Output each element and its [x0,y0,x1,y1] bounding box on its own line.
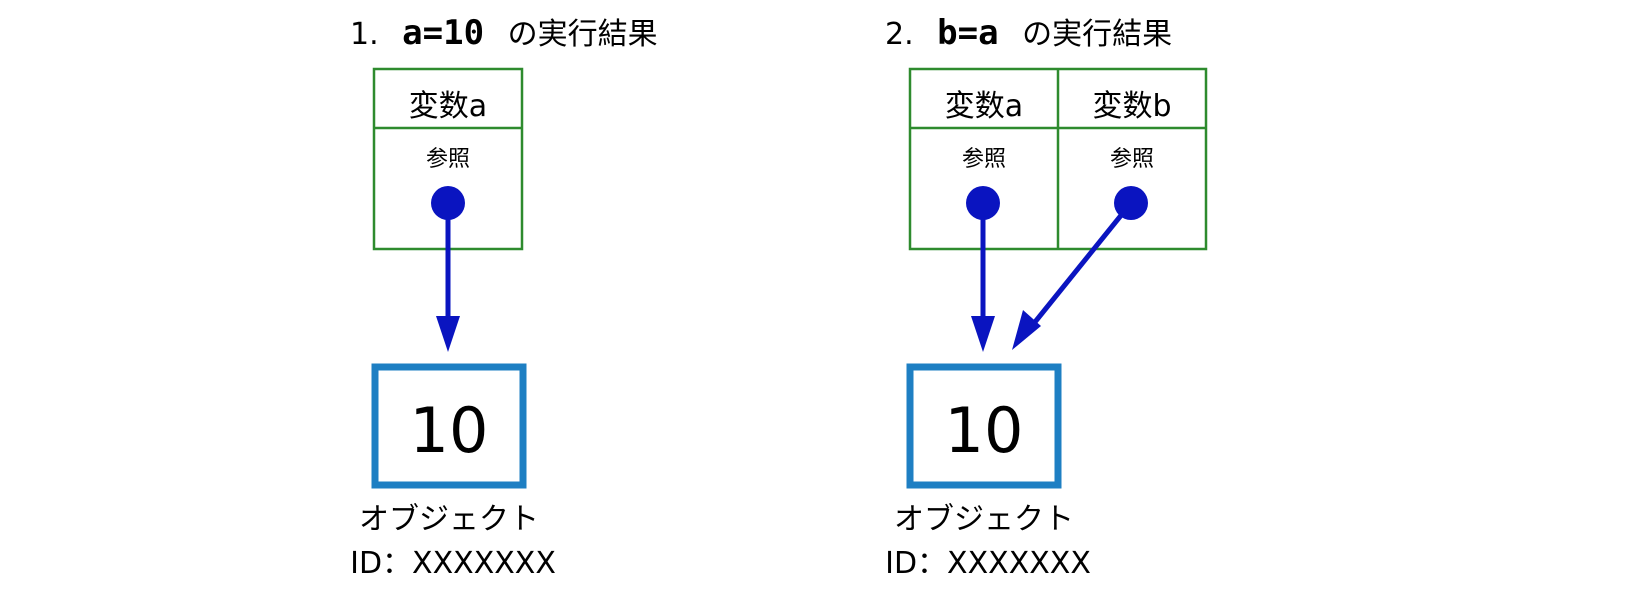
panel-1-object: 10 オブジェクト ID：XXXXXXX [350,363,556,581]
panel-2-object-id: ID：XXXXXXX [885,546,1091,581]
panel-1-object-value: 10 [410,394,489,467]
panel-1-variable-a-name: 変数a [409,89,487,124]
panel-2-arrow-b-shaft [1033,201,1133,324]
panel-1-variable-a-ref-label: 参照 [426,147,470,172]
panel-1-object-id: ID：XXXXXXX [350,546,556,581]
panel-2: 2. b=a の実行結果 変数a 参照 変数b 参照 10 オブジェクト [885,13,1208,581]
panel-1-object-label: オブジェクト [359,502,539,537]
panel-1-arrow-head [436,316,460,352]
panel-2-heading-code: b=a [937,13,998,53]
panel-2-arrow-a-head [971,316,995,352]
panel-2-object-label: オブジェクト [894,502,1074,537]
panel-2-variable-a-name: 変数a [945,89,1023,124]
panel-1-heading-code: a=10 [402,13,484,53]
panel-2-heading-suffix: の実行結果 [1022,17,1172,52]
panel-2-variable-b-name: 変数b [1092,89,1171,124]
panel-2-heading-number: 2. [885,17,914,52]
panel-2-object-value: 10 [945,394,1024,467]
panel-2-reference-arrow-a [971,203,995,352]
panel-1-heading: 1. a=10 の実行結果 [350,13,658,53]
panel-2-object: 10 オブジェクト ID：XXXXXXX [885,363,1091,581]
panel-1: 1. a=10 の実行結果 変数a 参照 10 オブジェクト ID：XXXXXX… [350,13,658,581]
panel-1-heading-suffix: の実行結果 [508,17,658,52]
panel-1-heading-number: 1. [350,17,379,52]
panel-1-reference-arrow [436,203,460,352]
panel-2-variable-b-ref-label: 参照 [1110,147,1154,172]
panel-1-object-box [371,363,527,489]
panel-2-variable-table: 変数a 参照 変数b 参照 [908,67,1208,251]
panel-2-object-box [906,363,1062,489]
panel-2-reference-arrow-b [1012,201,1133,350]
panel-2-variable-a-ref-label: 参照 [962,147,1006,172]
panel-2-arrow-b-head [1012,310,1041,350]
panel-2-heading: 2. b=a の実行結果 [885,13,1172,53]
